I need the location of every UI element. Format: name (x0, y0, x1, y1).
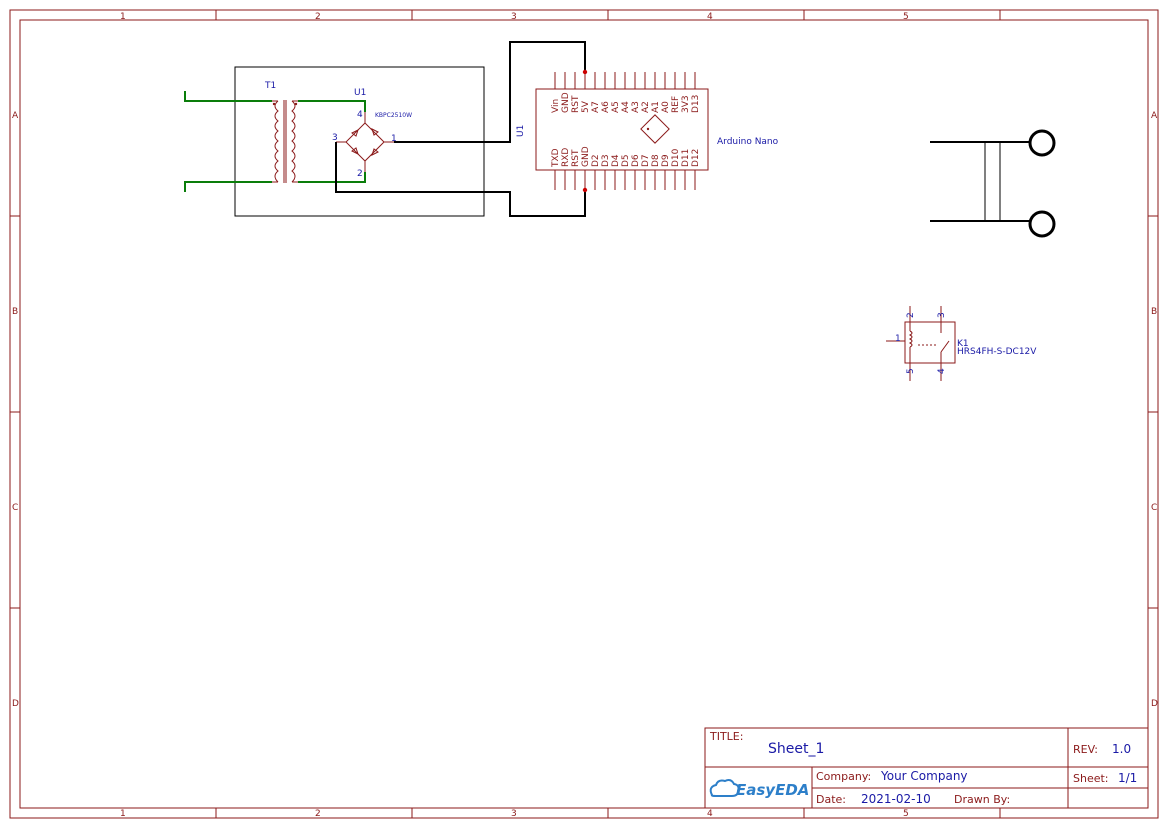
sheet-value: 1/1 (1118, 771, 1137, 785)
arduino-bottom-pin-label: D8 (651, 154, 661, 167)
black-wires[interactable] (335, 41, 586, 217)
company-value: Your Company (880, 769, 968, 783)
green-wires[interactable] (184, 91, 366, 192)
junction-gnd (582, 187, 588, 193)
relay-pin-4: 4 (937, 368, 947, 374)
arduino-top-pin-label: A6 (601, 101, 611, 113)
col-label-bottom-4: 4 (707, 809, 713, 819)
arduino-top-pin-label: REF (671, 96, 681, 113)
arduino-top-pin-label: 5V (581, 100, 591, 113)
bridge-designator: U1 (354, 88, 366, 98)
drawn-by-label: Drawn By: (954, 793, 1010, 806)
sheet-title: Sheet_1 (768, 741, 824, 757)
column-ticks (215, 10, 1001, 818)
arduino-bottom-pin-label: D6 (631, 154, 641, 167)
terminal-switch[interactable] (930, 129, 1056, 238)
col-label-top-2: 2 (315, 12, 321, 22)
arduino-bottom-pin-label: D3 (601, 154, 611, 167)
arduino-top-pin-label: RST (571, 95, 581, 113)
bridge-part-number: KBPC2510W (375, 112, 412, 119)
row-label-left-c: C (12, 503, 18, 513)
easyeda-logo: EasyEDA (709, 779, 809, 799)
rev-label: REV: (1073, 743, 1098, 756)
col-label-bottom-5: 5 (903, 809, 909, 819)
relay-pin-5: 5 (906, 368, 916, 374)
col-label-top-5: 5 (903, 12, 909, 22)
logo-text: EasyEDA (736, 781, 809, 799)
arduino-top-pin-label: A7 (591, 101, 601, 113)
date-value: 2021-02-10 (861, 792, 931, 806)
col-label-top-1: 1 (120, 12, 126, 22)
arduino-top-pin-label: D13 (691, 95, 701, 113)
inner-border (19, 19, 1149, 809)
bridge-pin-2: 2 (357, 169, 363, 179)
arduino-bottom-pin-label: D4 (611, 154, 621, 167)
relay-pin-1: 1 (895, 334, 901, 344)
title-block (704, 727, 1149, 809)
row-label-left-a: A (12, 111, 19, 121)
arduino-top-pin-label: A2 (641, 101, 651, 113)
transformer-designator: T1 (264, 81, 276, 91)
relay-pin-2: 2 (906, 312, 916, 318)
transformer-t1[interactable] (272, 100, 298, 183)
col-label-top-3: 3 (511, 12, 517, 22)
row-label-right-b: B (1151, 307, 1157, 317)
row-label-left-d: D (12, 699, 19, 709)
bridge-pin-4: 4 (357, 110, 363, 120)
arduino-nano[interactable] (535, 72, 709, 190)
arduino-top-pin-label: A3 (631, 101, 641, 113)
col-label-bottom-3: 3 (511, 809, 517, 819)
arduino-bottom-pin-label: D7 (641, 154, 651, 167)
arduino-bottom-pin-label: TXD (551, 148, 561, 168)
arduino-bottom-pin-label: D5 (621, 154, 631, 167)
sheet-label: Sheet: (1073, 772, 1109, 785)
arduino-bottom-pin-label: RST (571, 149, 581, 167)
row-ticks (10, 215, 1158, 609)
bridge-pin-1: 1 (391, 134, 397, 144)
arduino-bottom-pin-label: RXD (561, 148, 571, 167)
row-label-right-c: C (1151, 503, 1157, 513)
cloud-icon (709, 779, 740, 797)
arduino-bottom-pin-label: D11 (681, 149, 691, 167)
arduino-top-pin-label: 3V3 (681, 95, 691, 113)
relay-designator: K1 (957, 339, 969, 349)
title-label: TITLE: (709, 730, 743, 743)
arduino-bottom-pin-label: D10 (671, 148, 681, 167)
row-label-left-b: B (12, 307, 18, 317)
arduino-bottom-pin-label: D12 (691, 149, 701, 167)
bridge-pin-3: 3 (332, 133, 338, 143)
arduino-bottom-pin-label: D2 (591, 154, 601, 167)
relay-pin-3: 3 (937, 312, 947, 318)
bridge-rectifier[interactable] (336, 112, 394, 172)
col-label-bottom-1: 1 (120, 809, 126, 819)
junction-5v (582, 69, 588, 75)
row-label-right-d: D (1151, 699, 1158, 709)
relay-k1[interactable] (886, 306, 956, 381)
company-label: Company: (816, 770, 871, 783)
arduino-top-pin-label: A5 (611, 101, 621, 113)
arduino-top-pin-label: GND (561, 92, 571, 113)
col-label-top-4: 4 (707, 12, 713, 22)
outer-border (9, 9, 1159, 819)
date-label: Date: (816, 793, 846, 806)
relay-part-number: HRS4FH-S-DC12V (957, 347, 1037, 357)
col-label-bottom-2: 2 (315, 809, 321, 819)
arduino-top-pin-label: A0 (661, 101, 671, 113)
arduino-top-pin-label: Vin (551, 99, 561, 113)
arduino-top-pin-label: A1 (651, 101, 661, 113)
arduino-bottom-pin-label: GND (581, 146, 591, 167)
arduino-top-pin-label: A4 (621, 101, 631, 113)
row-label-right-a: A (1151, 111, 1158, 121)
arduino-name: Arduino Nano (717, 137, 779, 147)
rev-value: 1.0 (1112, 742, 1131, 756)
arduino-designator: U1 (516, 125, 526, 137)
arduino-bottom-pin-label: D9 (661, 154, 671, 167)
